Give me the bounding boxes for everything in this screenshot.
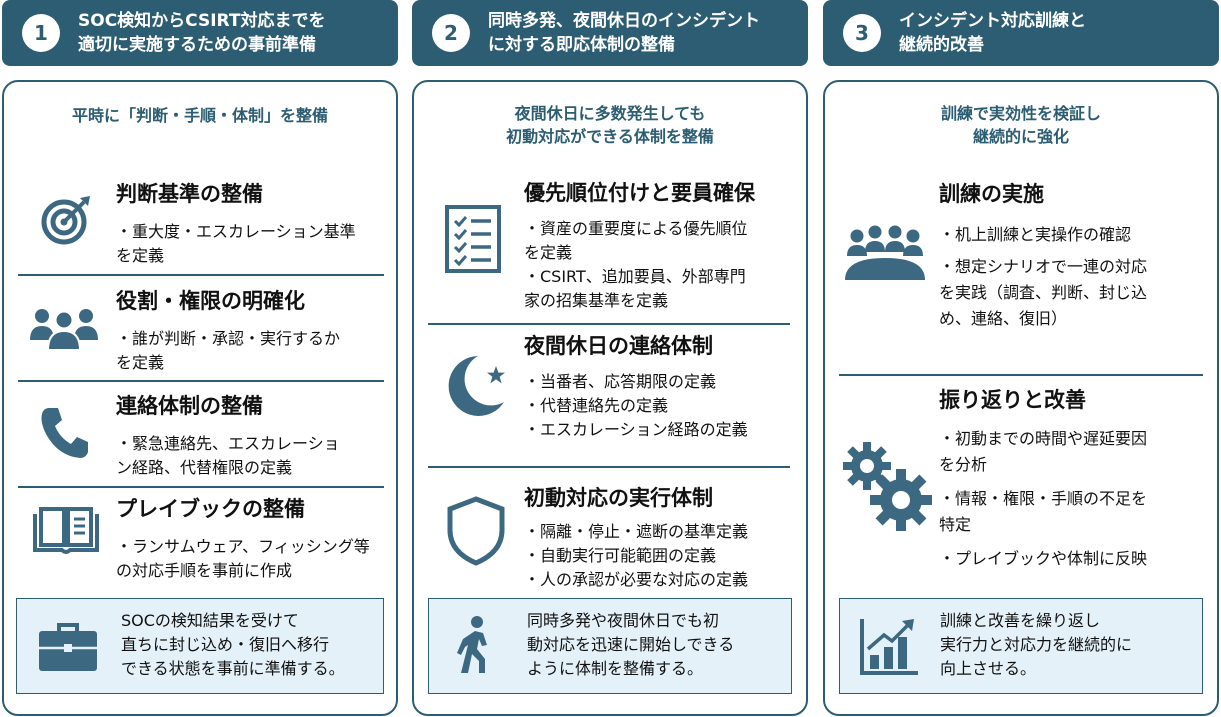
shield-icon [446,496,506,566]
section-divider [428,323,790,325]
section-body: ・隔離・停止・遮断の基準定義 ・自動実行可能範囲の定義 ・人の承認が必要な対応の… [524,522,749,589]
summary-box: 同時多発や夜間休日でも初 動対応を迅速に開始しできる ように体制を整備する。 [428,598,792,694]
moon-star-icon [444,352,510,418]
growth-chart-icon [858,617,920,677]
column-3-title: インシデント対応訓練と 継続的改善 [899,11,1086,55]
section-title: 連絡体制の整備 [116,394,263,418]
column-3-subtitle: 訓練で実効性を検証し 継続的に強化 [940,104,1101,146]
section-title: 役割・権限の明確化 [116,289,305,313]
section-title: 振り返りと改善 [939,388,1086,412]
section-body: ・緊急連絡先、エスカレーショ ン経路、代替権限の定義 [116,434,340,477]
section-body: ・重大度・エスカレーション基準 を定義 [116,222,356,265]
column-3-header: 3 インシデント対応訓練と 継続的改善 [823,0,1219,66]
summary-text: 訓練と改善を繰り返し 実行力と対応力を継続的に 向上させる。 [940,611,1133,678]
section-title: 優先順位付けと要員確保 [524,181,755,205]
section-divider [18,274,384,276]
summary-text: SOCの検知結果を受けて 直ちに封じ込め・復旧へ移行 できる状態を事前に準備する… [121,611,345,678]
gears-icon [839,438,933,532]
column-3-panel: 訓練で実効性を検証し 継続的に強化 訓練の実施 ・机上訓練と実操作の確認 ・想定… [823,80,1219,716]
column-2-panel: 夜間休日に多数発生しても 初動対応ができる体制を整備 優先順位付けと要員確保 ・… [412,80,808,716]
column-1-panel: 平時に「判断・手順・体制」を整備 判断基準の整備 ・重大度・エスカレーション基準… [2,80,398,716]
target-icon [40,194,92,246]
section-body: ・ランサムウェア、フィッシング等 の対応手順を事前に作成 [116,537,370,580]
summary-text: 同時多発や夜間休日でも初 動対応を迅速に開始しできる ように体制を整備する。 [527,611,735,678]
section-divider [839,374,1203,376]
summary-box: SOCの検知結果を受けて 直ちに封じ込め・復旧へ移行 できる状態を事前に準備する… [16,598,384,694]
column-2-subtitle: 夜間休日に多数発生しても 初動対応ができる体制を整備 [506,104,714,146]
step-number-2: 2 [432,14,470,52]
section-title: 夜間休日の連絡体制 [524,334,713,358]
playbook-icon [32,506,100,558]
section-body: ・誰が判断・承認・実行するか を定義 [116,329,341,372]
section-divider [18,380,384,382]
section-title: 訓練の実施 [939,182,1044,206]
section-body: ・机上訓練と実操作の確認 ・想定シナリオで一連の対応 を実践（調査、判断、封じ込… [939,225,1148,328]
column-1-title: SOC検知からCSIRT対応までを 適切に実施するための事前準備 [78,11,326,55]
section-body: ・資産の重要度による優先順位 を定義 ・CSIRT、追加要員、外部専門 家の招集… [524,219,748,310]
section-title: プレイブックの整備 [116,497,305,521]
column-2-title: 同時多発、夜間休日のインシデント に対する即応体制の整備 [488,11,760,55]
phone-icon [38,404,90,460]
walking-person-icon [455,615,495,677]
section-body: ・当番者、応答期限の定義 ・代替連絡先の定義 ・エスカレーション経路の定義 [524,372,748,439]
briefcase-icon [37,621,99,673]
column-2-header: 2 同時多発、夜間休日のインシデント に対する即応体制の整備 [412,0,808,66]
checklist-icon [444,204,502,274]
section-divider [18,486,384,488]
section-title: 判断基準の整備 [116,182,263,206]
step-number-1: 1 [22,14,60,52]
team-icon [28,304,100,352]
section-title: 初動対応の実行体制 [524,486,713,510]
column-1-header: 1 SOC検知からCSIRT対応までを 適切に実施するための事前準備 [2,0,398,66]
meeting-icon [843,224,927,284]
summary-box: 訓練と改善を繰り返し 実行力と対応力を継続的に 向上させる。 [839,598,1203,694]
step-number-3: 3 [843,14,881,52]
column-1-subtitle: 平時に「判断・手順・体制」を整備 [71,106,328,125]
section-divider [428,466,790,468]
section-body: ・初動までの時間や遅延要因 を分析 ・情報・権限・手順の不足を 特定 ・プレイブ… [939,429,1148,568]
